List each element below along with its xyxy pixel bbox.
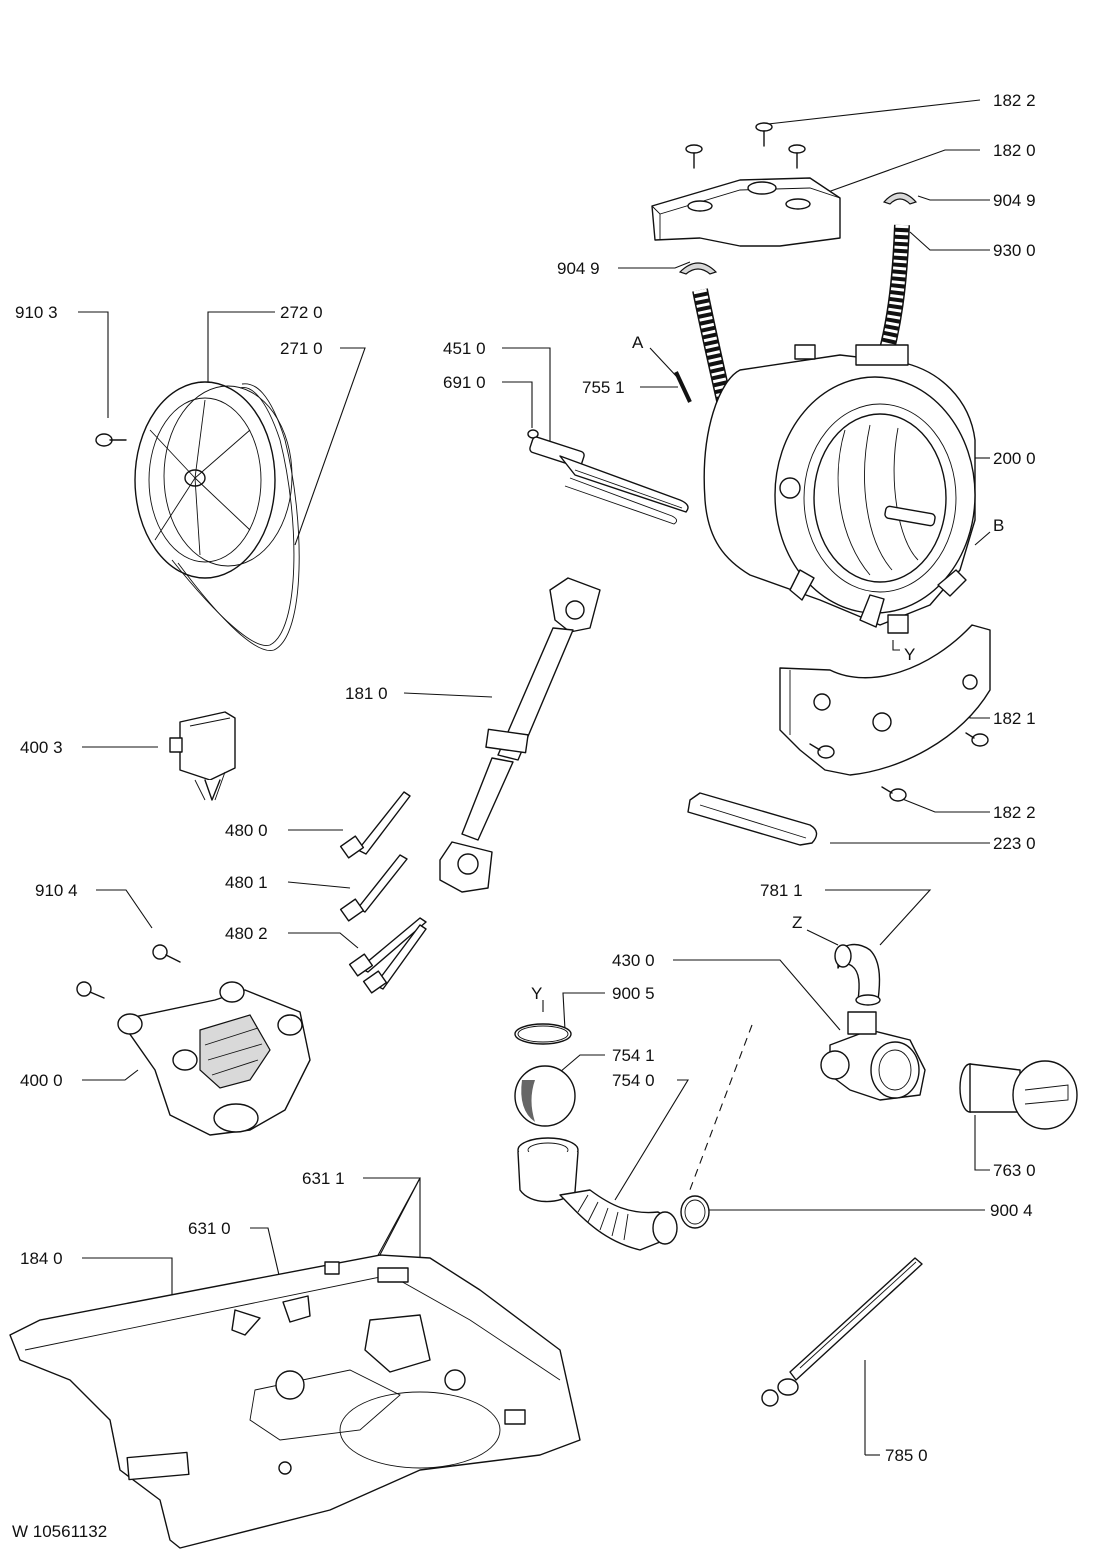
drum-lifter [687,792,818,846]
label-Y-tub: Y [904,645,915,664]
label-904-9-right: 904 9 [993,191,1036,210]
label-430-0: 430 0 [612,951,655,970]
motor [117,981,311,1136]
bolt-480-2 [348,917,427,994]
clamp-900-5 [514,1023,572,1045]
leader-lines [29,99,991,1501]
label-400-0: 400 0 [20,1071,63,1090]
clamp-900-4 [680,1195,710,1229]
label-400-3: 400 3 [20,738,63,757]
label-754-1: 754 1 [612,1046,655,1065]
label-930-0: 930 0 [993,241,1036,260]
part-labels: 182 2 182 0 904 9 930 0 904 9 910 3 272 … [15,91,1036,1465]
screw-motor [76,981,105,999]
counterweight-bottom [779,624,991,776]
label-631-1: 631 1 [302,1169,345,1188]
label-904-9-left: 904 9 [557,259,600,278]
drain-filter [959,1060,1078,1130]
label-181-0: 181 0 [345,684,388,703]
bolt-480-1 [339,854,408,922]
label-182-0: 182 0 [993,141,1036,160]
base-plate [9,1254,581,1549]
screw-182-1 [965,732,989,747]
heater-element [527,429,689,525]
drum-pulley [134,381,293,579]
label-184-0: 184 0 [20,1249,63,1268]
label-900-4: 900 4 [990,1201,1033,1220]
screw-182-2-top [755,122,773,147]
label-Z: Z [792,913,802,932]
label-900-5: 900 5 [612,984,655,1003]
bolt-480-0 [339,791,411,859]
label-200-0: 200 0 [993,449,1036,468]
label-B: B [993,516,1004,535]
label-223-0: 223 0 [993,834,1036,853]
sump-hose [517,1137,678,1251]
label-Y-clamp: Y [531,984,542,1003]
screw-182-2-mid-right [881,786,907,802]
label-451-0: 451 0 [443,339,486,358]
label-631-0: 631 0 [188,1219,231,1238]
pin-755-1 [674,371,692,403]
label-271-0: 271 0 [280,339,323,358]
screw-910-3 [95,433,127,447]
label-480-1: 480 1 [225,873,268,892]
label-785-0: 785 0 [885,1446,928,1465]
label-182-2-bottom: 182 2 [993,803,1036,822]
drain-hose [761,1257,923,1407]
label-182-2-top: 182 2 [993,91,1036,110]
label-182-1: 182 1 [993,709,1036,728]
label-691-0: 691 0 [443,373,486,392]
drain-pump [820,1011,926,1101]
clamp-904-9-left [678,262,718,275]
label-272-0: 272 0 [280,303,323,322]
clamp-904-9-right [882,192,918,205]
label-754-0: 754 0 [612,1071,655,1090]
screw-910-4 [152,944,181,963]
label-755-1: 755 1 [582,378,625,397]
label-781-1: 781 1 [760,881,803,900]
check-ball [514,1065,576,1127]
shock-absorber [439,577,601,893]
screw-182-2-mid-left [809,743,835,759]
screw-182-0-left [685,144,703,169]
label-910-3: 910 3 [15,303,58,322]
elbow-hose [834,943,881,1006]
diagram-code: W 10561132 [12,1522,108,1541]
interference-suppressor [169,711,236,801]
screw-182-0-right [788,144,806,169]
label-A: A [632,333,644,352]
label-910-4: 910 4 [35,881,78,900]
label-480-0: 480 0 [225,821,268,840]
counterweight-top [651,177,841,247]
label-480-2: 480 2 [225,924,268,943]
drive-belt [171,383,300,651]
label-763-0: 763 0 [993,1161,1036,1180]
washer-tub [703,344,976,634]
